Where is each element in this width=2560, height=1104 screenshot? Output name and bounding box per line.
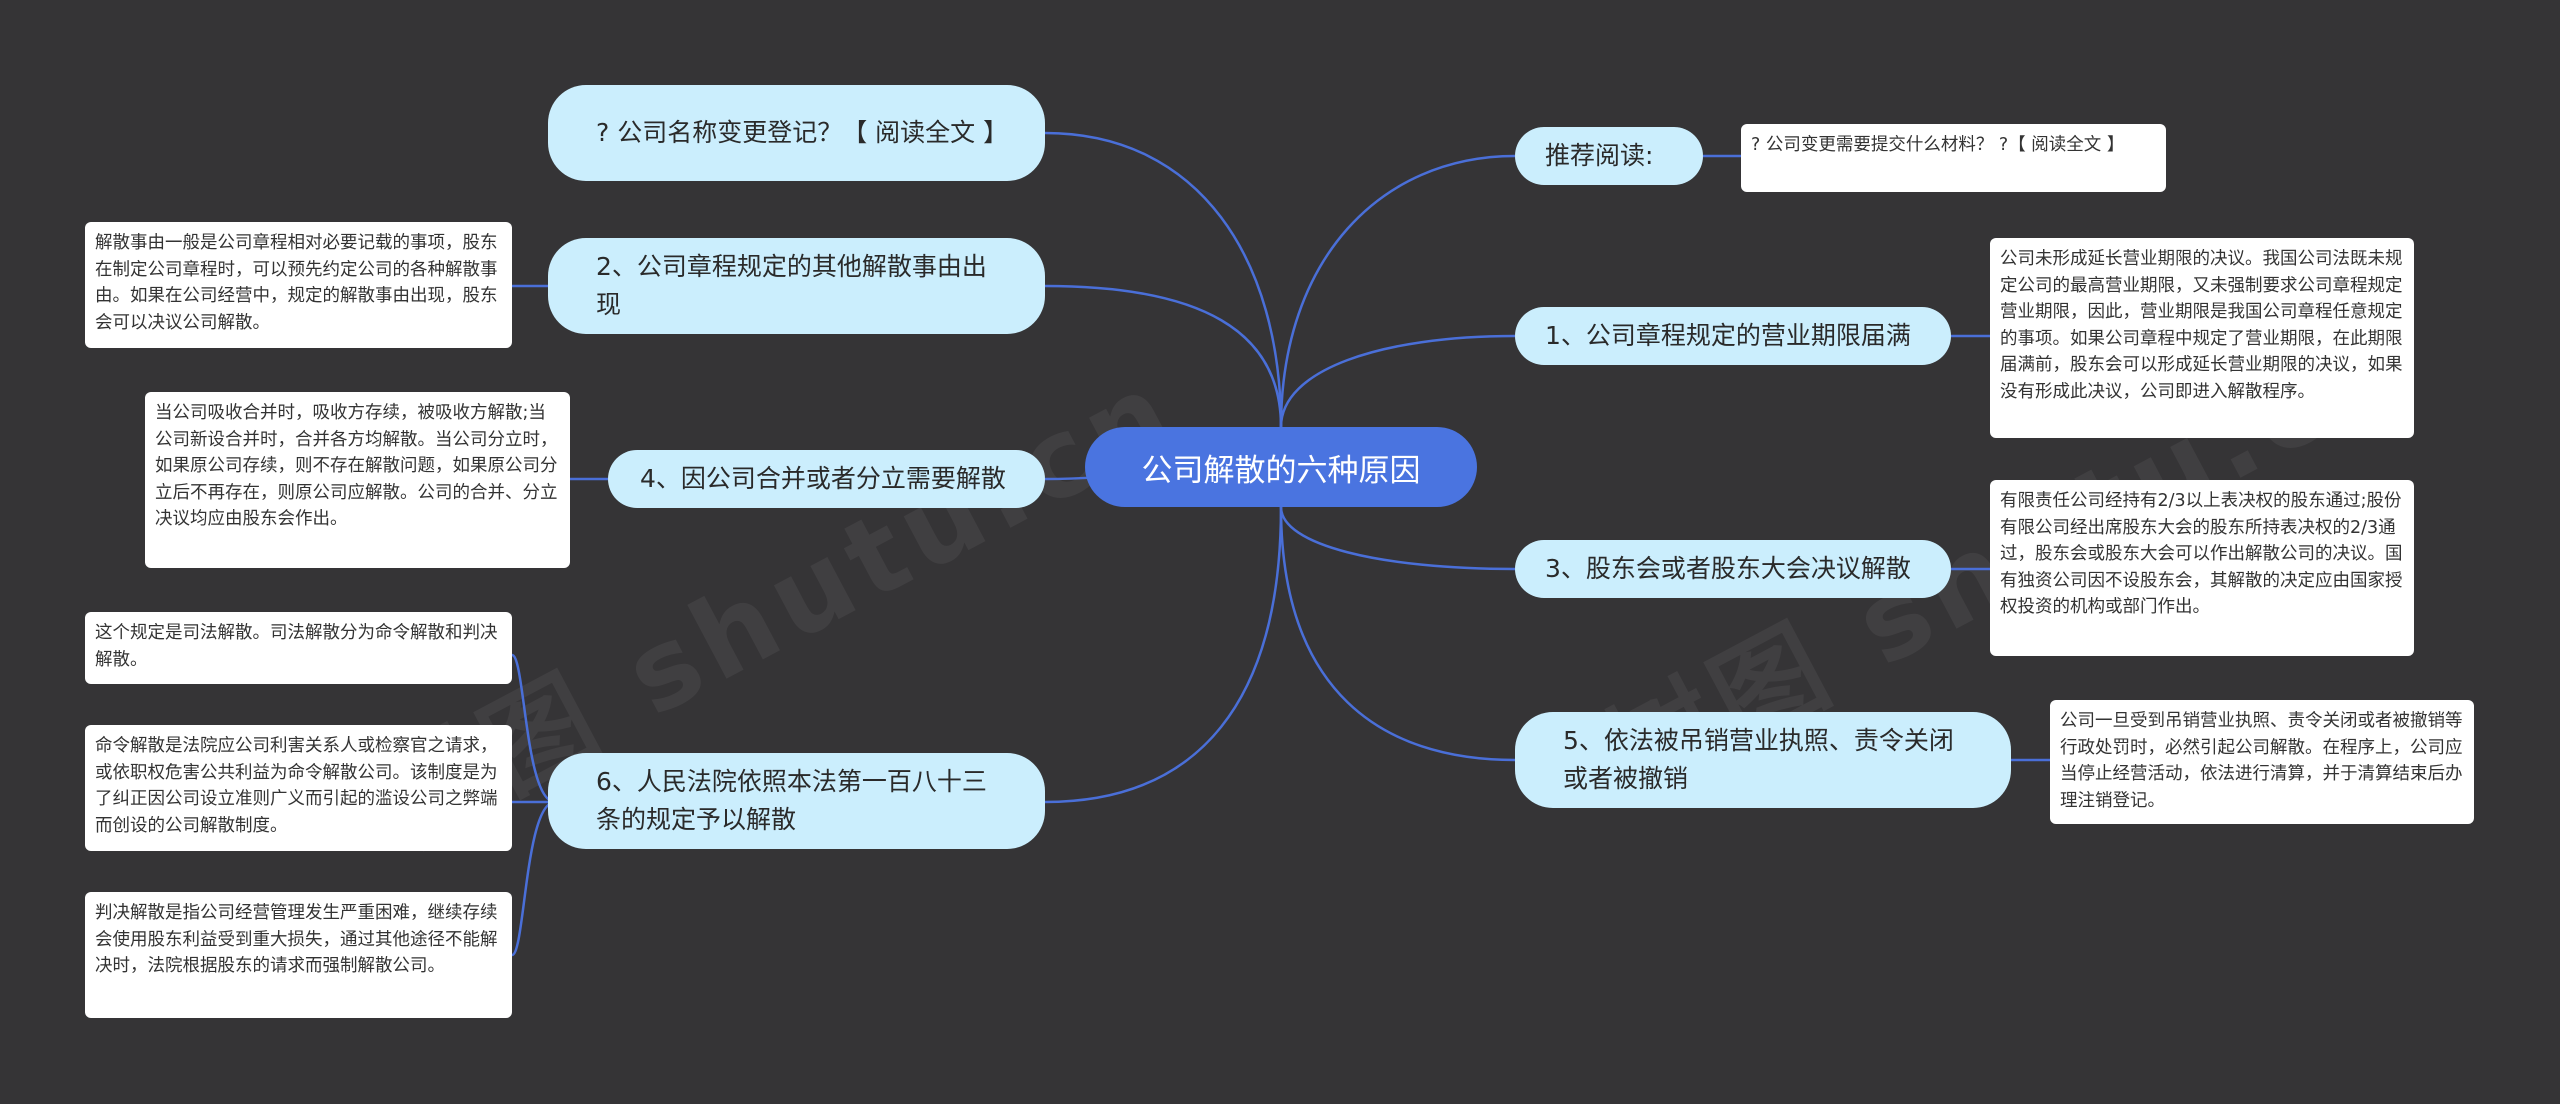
leaf-b1-note: 公司未形成延长营业期限的决议。我国公司法既未规定公司的最高营业期限，又未强制要求…	[1990, 238, 2414, 438]
connector-root-b1	[1279, 334, 1516, 428]
branch-1-label: 1、公司章程规定的营业期限届满	[1545, 321, 1911, 350]
leaf-recommend-link-text: ? 公司变更需要提交什么材料？ ?【 阅读全文 】	[1751, 135, 2125, 155]
connector-b6-leaves	[510, 653, 556, 957]
connector-root-b5	[1279, 506, 1516, 762]
leaf-b6-note-3: 判决解散是指公司经营管理发生严重困难，继续存续会使用股东利益受到重大损失，通过其…	[85, 892, 512, 1018]
leaf-b3-text: 有限责任公司经持有2/3以上表决权的股东通过;股份有限公司经出席股东大会的股东所…	[2000, 491, 2403, 617]
branch-1[interactable]: 1、公司章程规定的营业期限届满	[1515, 307, 1951, 365]
leaf-b4-text: 当公司吸收合并时，吸收方存续，被吸收方解散;当公司新设合并时，合并各方均解散。当…	[155, 403, 558, 529]
leaf-b6-text-1: 这个规定是司法解散。司法解散分为命令解散和判决解散。	[95, 623, 498, 670]
branch-3-label: 3、股东会或者股东大会决议解散	[1545, 554, 1911, 583]
leaf-b2-note: 解散事由一般是公司章程相对必要记载的事项，股东在制定公司章程时，可以预先约定公司…	[85, 222, 512, 348]
leaf-b1-text: 公司未形成延长营业期限的决议。我国公司法既未规定公司的最高营业期限，又未强制要求…	[2000, 249, 2403, 402]
leaf-recommend-link[interactable]: ? 公司变更需要提交什么材料？ ?【 阅读全文 】	[1741, 124, 2166, 192]
branch-top-link-label: ? 公司名称变更登记？【 阅读全文 】	[596, 118, 1009, 147]
leaf-b6-note-2: 命令解散是法院应公司利害关系人或检察官之请求，或依职权危害公共利益为命令解散公司…	[85, 725, 512, 851]
connector-root-top-link	[1044, 131, 1283, 428]
branch-recommend-label: 推荐阅读:	[1545, 141, 1654, 170]
leaf-b6-text-3: 判决解散是指公司经营管理发生严重困难，继续存续会使用股东利益受到重大损失，通过其…	[95, 903, 498, 976]
branch-2[interactable]: 2、公司章程规定的其他解散事由出现	[548, 238, 1045, 334]
leaf-b2-text: 解散事由一般是公司章程相对必要记载的事项，股东在制定公司章程时，可以预先约定公司…	[95, 233, 498, 333]
branch-3[interactable]: 3、股东会或者股东大会决议解散	[1515, 540, 1951, 598]
connector-root-b2	[1044, 284, 1283, 428]
connector-root-b6	[1044, 506, 1283, 804]
branch-5-label: 5、依法被吊销营业执照、责令关闭或者被撤销	[1563, 726, 1954, 793]
leaf-b3-note: 有限责任公司经持有2/3以上表决权的股东通过;股份有限公司经出席股东大会的股东所…	[1990, 480, 2414, 656]
branch-6[interactable]: 6、人民法院依照本法第一百八十三条的规定予以解散	[548, 753, 1045, 849]
root-topic-label: 公司解散的六种原因	[1141, 452, 1421, 489]
root-topic[interactable]: 公司解散的六种原因	[1085, 427, 1477, 507]
connector-root-b3	[1279, 506, 1516, 571]
branch-recommend[interactable]: 推荐阅读:	[1515, 127, 1703, 185]
branch-top-link[interactable]: ? 公司名称变更登记？【 阅读全文 】	[548, 85, 1045, 181]
branch-4-label: 4、因公司合并或者分立需要解散	[640, 464, 1006, 493]
branch-5[interactable]: 5、依法被吊销营业执照、责令关闭或者被撤销	[1515, 712, 2011, 808]
branch-2-label: 2、公司章程规定的其他解散事由出现	[596, 252, 987, 319]
leaf-b5-note: 公司一旦受到吊销营业执照、责令关闭或者被撤销等行政处罚时，必然引起公司解散。在程…	[2050, 700, 2474, 824]
leaf-b5-text: 公司一旦受到吊销营业执照、责令关闭或者被撤销等行政处罚时，必然引起公司解散。在程…	[2060, 711, 2463, 811]
connector-root-recommend	[1279, 154, 1516, 428]
branch-6-label: 6、人民法院依照本法第一百八十三条的规定予以解散	[596, 767, 987, 834]
leaf-b6-text-2: 命令解散是法院应公司利害关系人或检察官之请求，或依职权危害公共利益为命令解散公司…	[95, 736, 498, 836]
branch-4[interactable]: 4、因公司合并或者分立需要解散	[608, 450, 1045, 508]
leaf-b6-note-1: 这个规定是司法解散。司法解散分为命令解散和判决解散。	[85, 612, 512, 684]
leaf-b4-note: 当公司吸收合并时，吸收方存续，被吸收方解散;当公司新设合并时，合并各方均解散。当…	[145, 392, 570, 568]
